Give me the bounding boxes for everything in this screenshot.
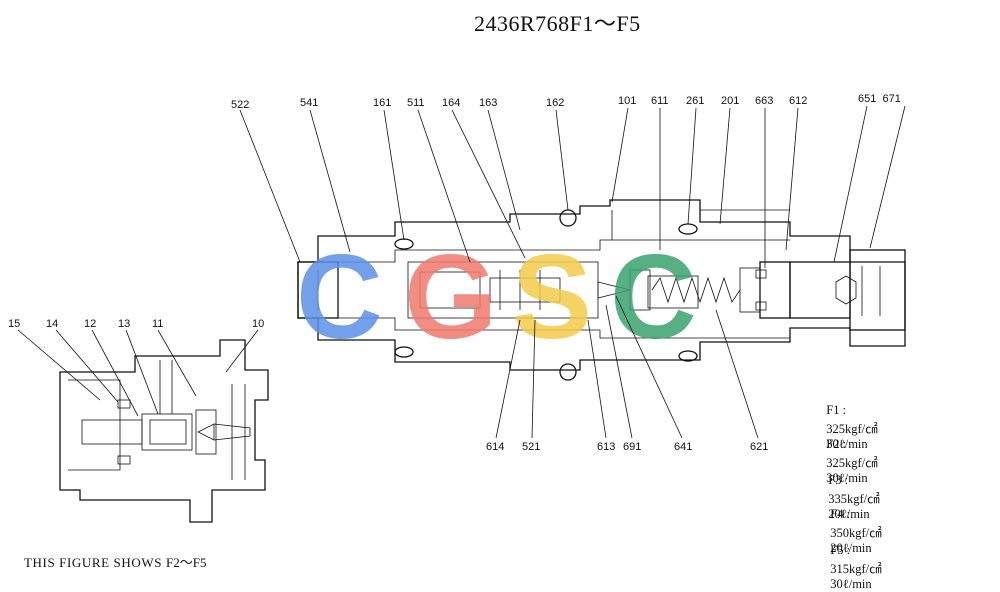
label-621: 621	[750, 441, 768, 453]
label-541: 541	[300, 97, 318, 109]
valve-cross-section-drawing: C G S C 522 541 161 511 164 1	[8, 93, 906, 523]
spec-row-f4: F4 : 350kgf/㎠ 20ℓ/min	[824, 492, 908, 556]
spec-pressure: 315kgf/㎠	[830, 562, 882, 576]
label-613: 613	[597, 441, 615, 453]
drawing-title: 2436R768F1～F5	[474, 11, 641, 36]
watermark-letter-c2: C	[610, 230, 697, 364]
label-162: 162	[546, 97, 564, 109]
spec-flow: 30ℓ/min	[826, 437, 868, 451]
spec-row-f2: F2 : 325kgf/㎠ 30ℓ/min	[820, 422, 904, 486]
spec-flow: 20ℓ/min	[828, 507, 870, 521]
main-valve-assembly	[297, 199, 906, 381]
label-11: 11	[152, 318, 163, 330]
label-261: 261	[686, 95, 704, 107]
label-161: 161	[373, 97, 391, 109]
caption-subtitle: F2～F5	[166, 555, 207, 570]
watermark-letter-s: S	[512, 230, 592, 364]
housing-outline	[297, 199, 906, 371]
label-641: 641	[674, 441, 692, 453]
label-691: 691	[623, 441, 641, 453]
spec-name: F5 :	[830, 543, 851, 557]
label-10: 10	[252, 318, 264, 330]
label-612: 612	[789, 95, 807, 107]
spec-flow: 30ℓ/min	[830, 577, 872, 591]
label-164: 164	[442, 97, 460, 109]
spec-flow: 30ℓ/min	[826, 471, 868, 485]
spec-name: F4 :	[830, 507, 851, 521]
spec-name: F3 :	[828, 473, 849, 487]
label-663: 663	[755, 95, 773, 107]
spec-pressure: 335kgf/㎠	[828, 492, 880, 506]
spec-row-f5: F5 : 315kgf/㎠ 30ℓ/min	[824, 528, 908, 592]
main-part-labels: 522 541 161 511 164 163 162 101 611 261 …	[231, 93, 901, 453]
label-14: 14	[46, 318, 58, 330]
label-15: 15	[8, 318, 20, 330]
inset-housing-outline	[59, 339, 269, 523]
spec-flow: 20ℓ/min	[830, 541, 872, 555]
label-511: 511	[407, 97, 425, 109]
label-201: 201	[721, 95, 739, 107]
spec-name: F2 :	[826, 437, 847, 451]
spec-pressure: 325kgf/㎠	[826, 456, 878, 470]
spec-row-f3: F3 : 335kgf/㎠ 20ℓ/min	[822, 458, 906, 522]
spec-pressure: 350kgf/㎠	[830, 526, 882, 540]
label-614: 614	[486, 441, 504, 453]
inset-valve-drawing	[17, 329, 269, 523]
watermark-letter-c1: C	[296, 230, 383, 364]
watermark-letter-g: G	[404, 230, 497, 364]
label-651-671: 651 671	[858, 93, 901, 105]
watermark: C G S C	[296, 230, 697, 364]
label-101: 101	[618, 95, 636, 107]
upper-leader-lines	[239, 105, 906, 268]
label-611: 611	[651, 95, 669, 107]
label-163: 163	[479, 97, 497, 109]
caption-text: THIS FIGURE SHOWS	[24, 555, 163, 570]
lower-leader-lines	[495, 295, 759, 439]
spec-pressure: 325kgf/㎠	[826, 422, 878, 436]
spec-row-f1: F1 : 325kgf/㎠ 30ℓ/min	[820, 388, 904, 452]
label-13: 13	[118, 318, 130, 330]
label-12: 12	[84, 318, 96, 330]
label-521: 521	[522, 441, 540, 453]
spec-name: F1 :	[826, 403, 847, 417]
inset-part-labels: 15 14 12 13 11 10	[8, 318, 264, 330]
label-522: 522	[231, 99, 249, 111]
